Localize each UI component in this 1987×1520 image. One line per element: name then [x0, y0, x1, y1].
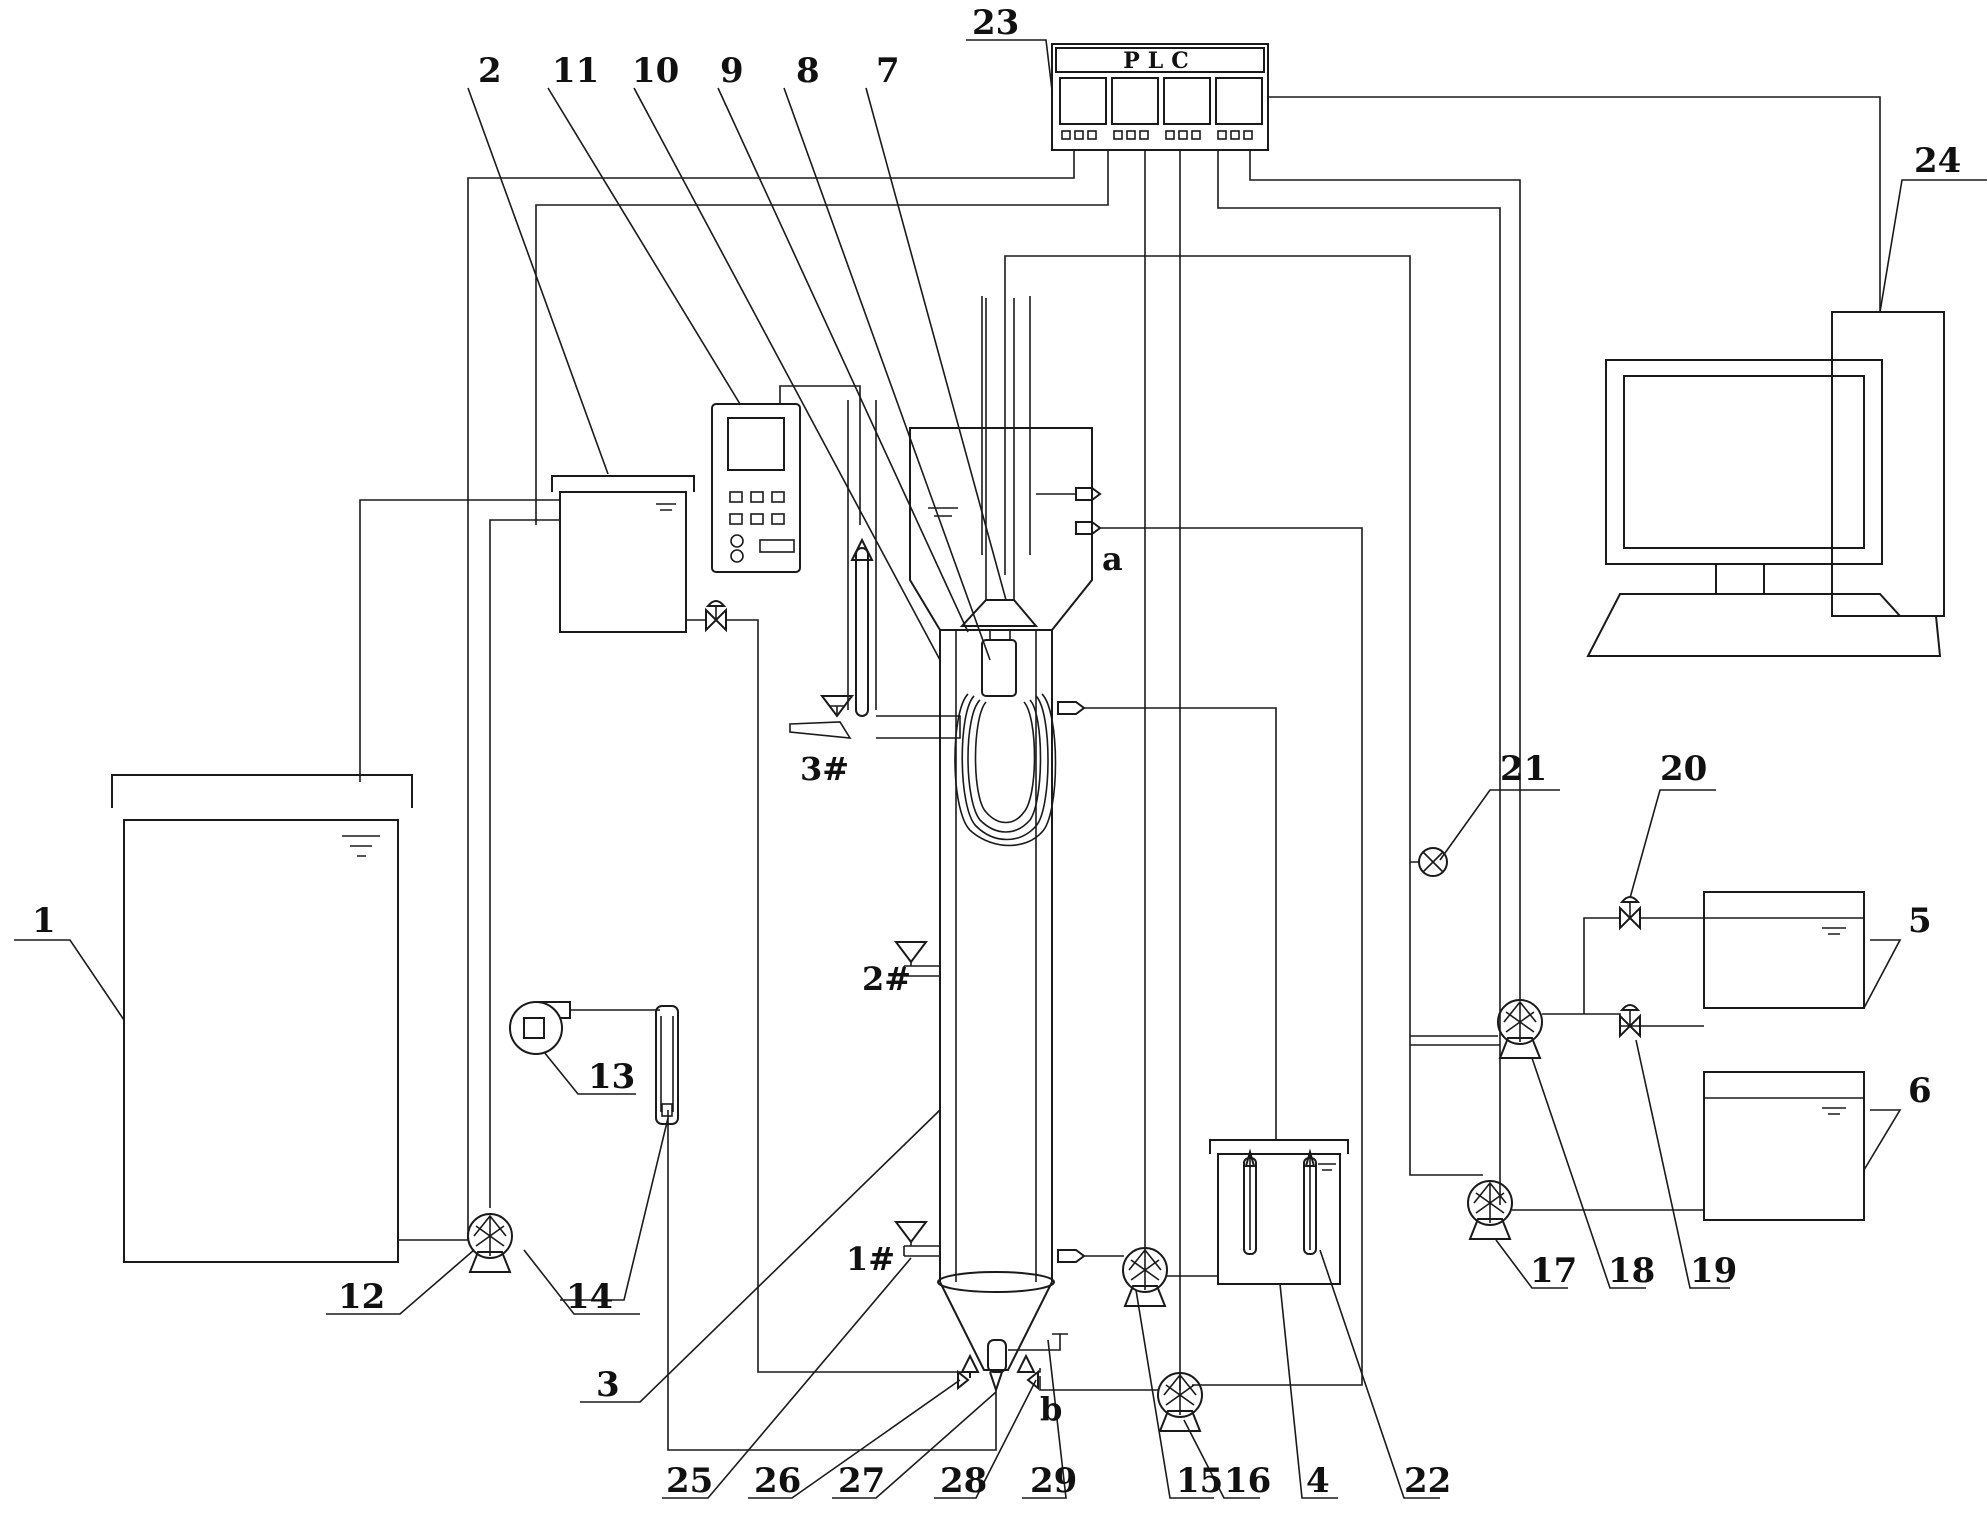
label-18: 18: [1608, 1251, 1655, 1291]
plc-signal-lines: [467, 96, 1881, 1390]
do-probe: [789, 400, 961, 739]
feed-pump: [398, 1213, 513, 1273]
label-5: 5: [1908, 901, 1932, 941]
valve-20: [1619, 896, 1704, 931]
sensor-tank: [1209, 1139, 1349, 1285]
pump-18: [1410, 917, 1640, 1059]
label-2: 2: [478, 51, 502, 91]
label-24: 24: [1914, 141, 1961, 181]
label-28: 28: [940, 1461, 987, 1501]
label-14: 14: [566, 1277, 613, 1317]
label-3: 3: [596, 1365, 620, 1405]
label-13: 13: [588, 1057, 635, 1097]
reactor-column: [667, 298, 1093, 1451]
label-8: 8: [796, 51, 820, 91]
do-meter: [711, 385, 861, 573]
air-blower: [509, 1001, 660, 1055]
callout-labels: 1 2 11 10 9 8 7 23 24 5 6 21 20 12 14 13…: [32, 3, 1961, 1501]
label-20: 20: [1660, 749, 1707, 789]
label-29: 29: [1030, 1461, 1077, 1501]
label-11: 11: [552, 51, 599, 91]
label-19: 19: [1690, 1251, 1737, 1291]
plc-title: PLC: [1123, 48, 1197, 74]
port-3: 3#: [800, 750, 849, 788]
label-9: 9: [720, 51, 744, 91]
label-23: 23: [972, 3, 1019, 43]
label-21: 21: [1500, 749, 1547, 789]
dosing-pump: [1039, 1372, 1203, 1432]
leader-lines: [14, 39, 1987, 1499]
label-10: 10: [632, 51, 679, 91]
tank-5: [1703, 891, 1865, 1009]
plc-controller: PLC: [1051, 43, 1269, 151]
port-b: b: [1040, 1390, 1062, 1428]
label-26: 26: [754, 1461, 801, 1501]
port-2: 2#: [862, 960, 911, 998]
label-15: 15: [1176, 1461, 1223, 1501]
label-12: 12: [338, 1277, 385, 1317]
label-16: 16: [1224, 1461, 1271, 1501]
port-1: 1#: [846, 1240, 895, 1278]
port-a: a: [1102, 540, 1123, 578]
label-1: 1: [32, 901, 56, 941]
label-6: 6: [1908, 1071, 1932, 1111]
label-25: 25: [666, 1461, 713, 1501]
label-27: 27: [838, 1461, 885, 1501]
circulation-pump: [1122, 1247, 1218, 1307]
sampling-ports: [894, 941, 940, 1257]
rotameter: [655, 1005, 679, 1125]
flow-indicator: [1410, 847, 1448, 877]
label-22: 22: [1404, 1461, 1451, 1501]
valve-19: [1619, 1004, 1704, 1039]
tank-6: [1703, 1071, 1865, 1221]
label-7: 7: [876, 51, 900, 91]
pump-17: [1467, 1180, 1704, 1240]
raw-water-tank: [111, 499, 560, 1263]
feed-tank: [489, 475, 968, 1373]
label-4: 4: [1306, 1461, 1330, 1501]
label-17: 17: [1530, 1251, 1577, 1291]
column-fittings: [1036, 487, 1363, 1386]
computer: [1586, 311, 1945, 657]
